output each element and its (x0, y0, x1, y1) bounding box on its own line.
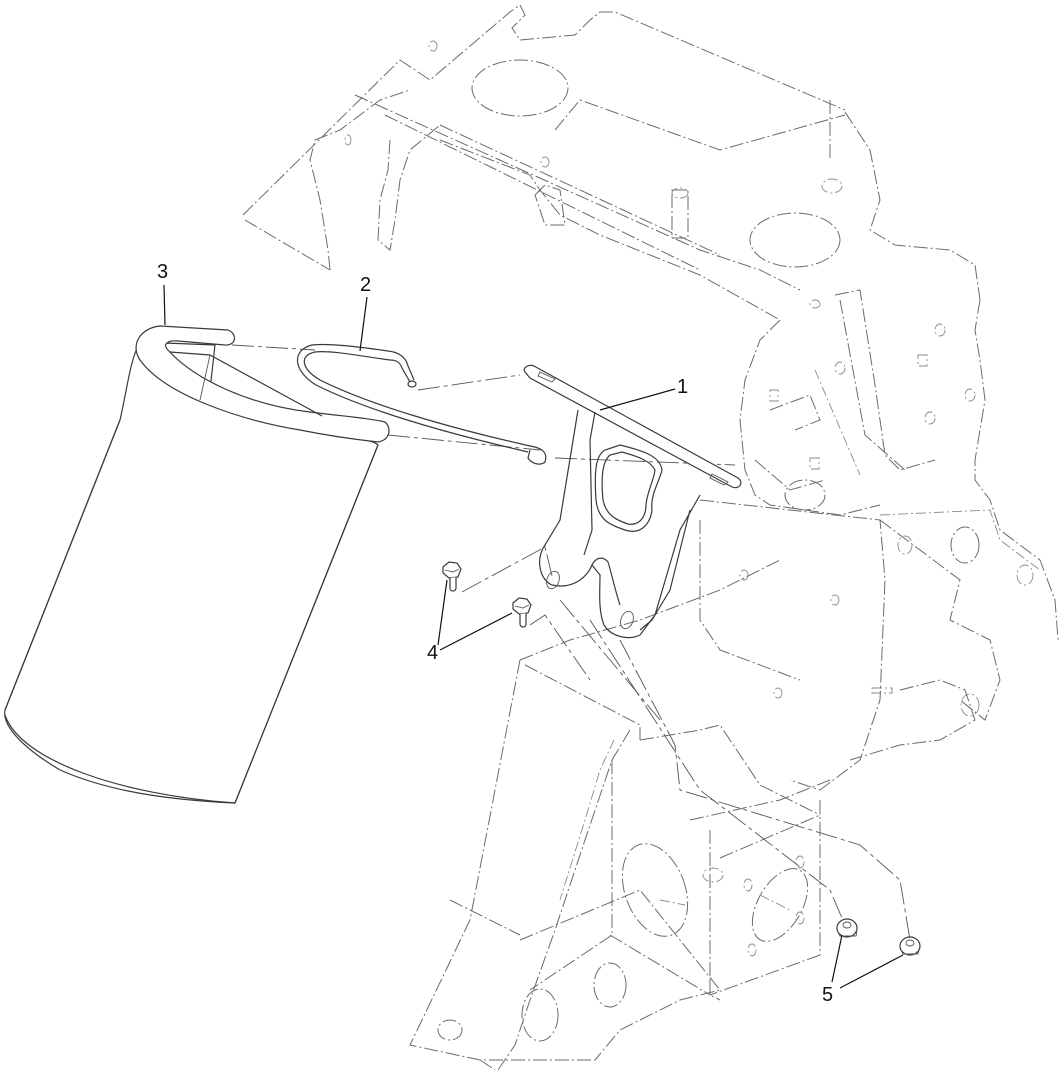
leader-lines (163, 284, 904, 989)
callout-5: 5 (822, 984, 834, 1006)
bolt-lower (512, 597, 532, 628)
nut-right (899, 936, 921, 956)
machine-frame (242, 4, 1059, 1071)
nut-left (836, 918, 858, 938)
explosion-lines (231, 344, 911, 941)
part-2-wire-clip[interactable] (296, 343, 547, 465)
callout-1: 1 (677, 376, 689, 398)
part-1-bracket[interactable] (523, 364, 742, 639)
part-3-canister[interactable] (4, 325, 390, 804)
callout-4: 4 (427, 642, 439, 664)
part-4-bolts[interactable] (442, 561, 532, 628)
part-5-nuts[interactable] (836, 918, 921, 956)
bolt-upper (442, 561, 462, 592)
callout-3: 3 (157, 261, 169, 283)
callout-2: 2 (360, 274, 372, 296)
